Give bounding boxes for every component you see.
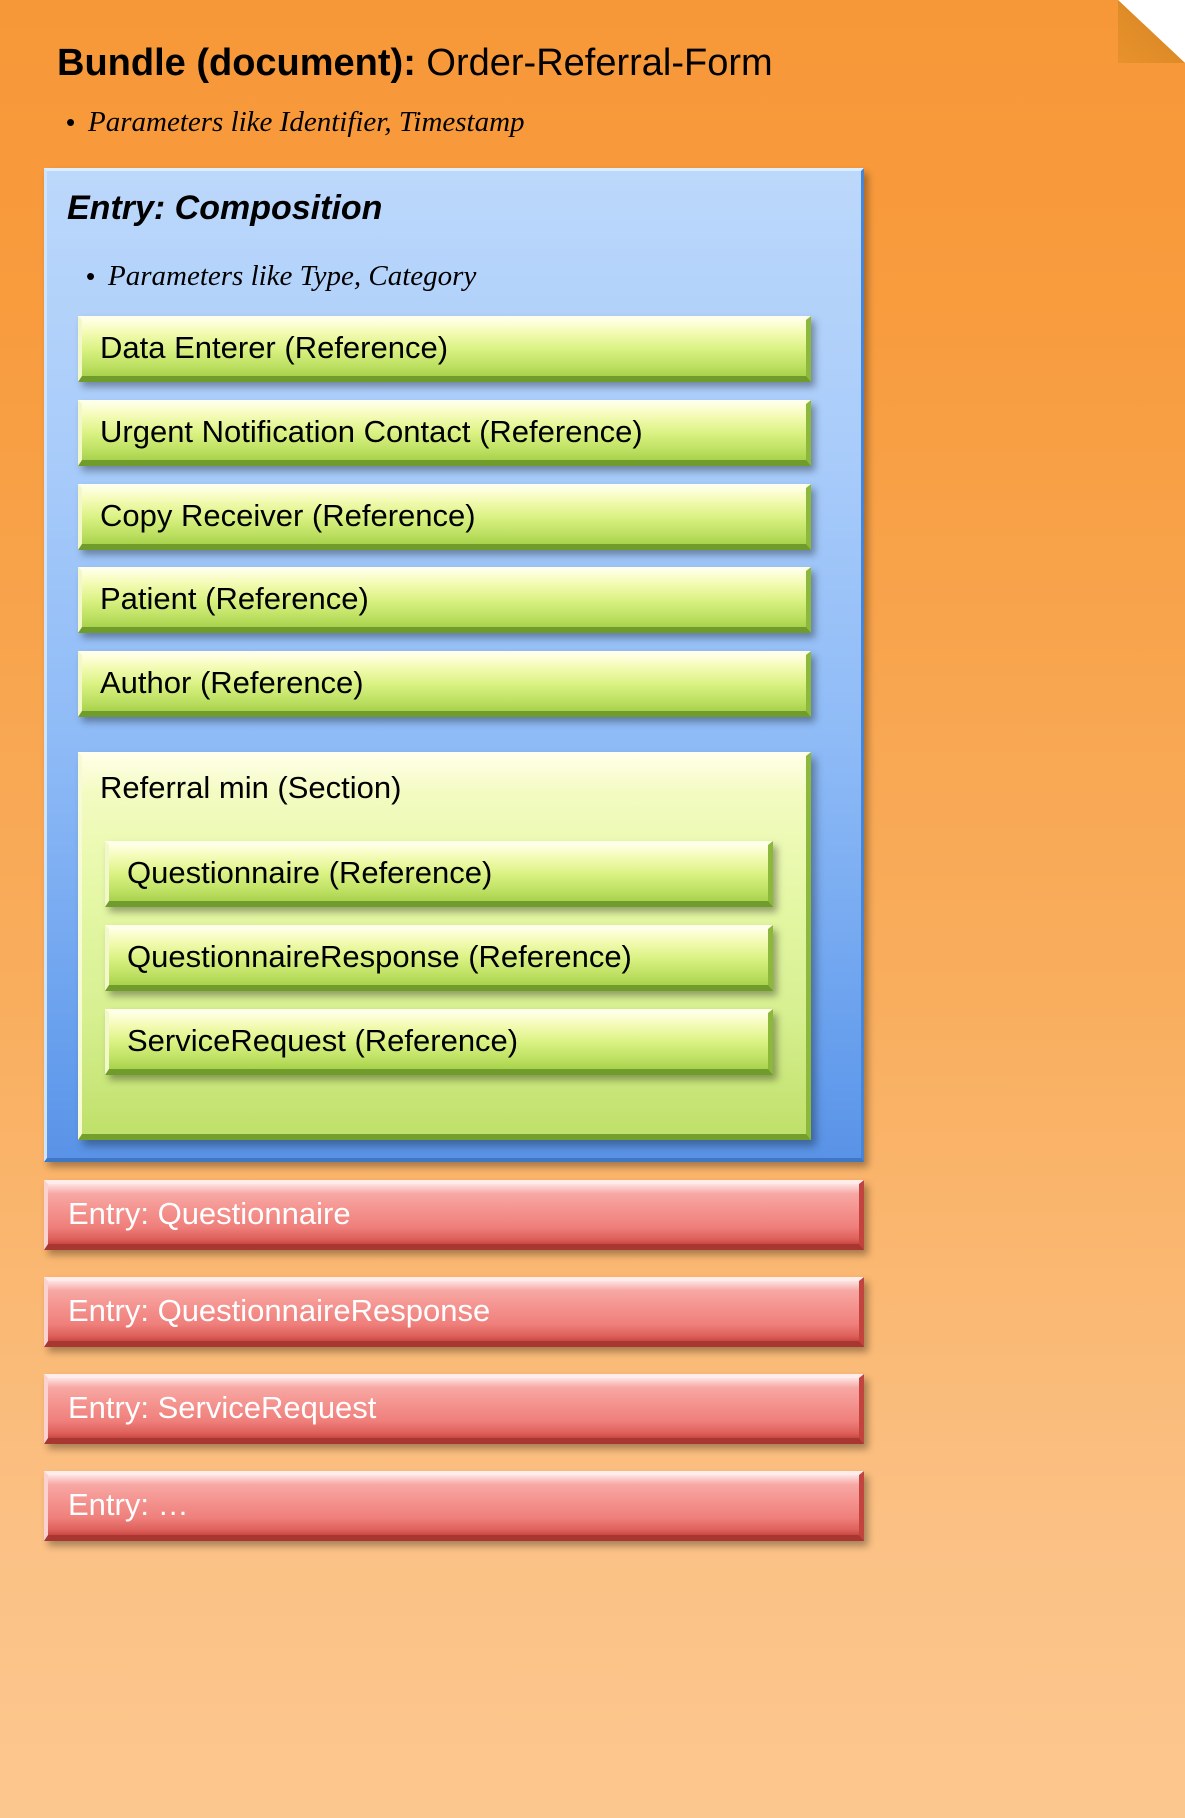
entry-box-more[interactable]: Entry: …: [44, 1471, 864, 1541]
reference-label: Urgent Notification Contact (Reference): [100, 414, 643, 449]
entry-box-service-request[interactable]: Entry: ServiceRequest: [44, 1374, 864, 1444]
section-reference-box-questionnaire[interactable]: Questionnaire (Reference): [105, 841, 773, 907]
reference-label: Questionnaire (Reference): [127, 855, 493, 890]
section-label: Referral min (Section): [100, 770, 402, 805]
page-fold-corner-icon: [1118, 0, 1185, 63]
reference-label: ServiceRequest (Reference): [127, 1023, 519, 1058]
reference-label: Author (Reference): [100, 665, 364, 700]
reference-box-copy-receiver[interactable]: Copy Receiver (Reference): [78, 484, 811, 550]
entry-label: Entry: QuestionnaireResponse: [68, 1293, 491, 1328]
reference-box-author[interactable]: Author (Reference): [78, 651, 811, 717]
reference-label: QuestionnaireResponse (Reference): [127, 939, 632, 974]
reference-box-data-enterer[interactable]: Data Enterer (Reference): [78, 316, 811, 382]
reference-label: Copy Receiver (Reference): [100, 498, 476, 533]
composition-title: Entry: Composition: [67, 189, 383, 227]
reference-box-urgent-notification-contact[interactable]: Urgent Notification Contact (Reference): [78, 400, 811, 466]
entry-box-questionnaire[interactable]: Entry: Questionnaire: [44, 1180, 864, 1250]
bullet-dot-icon: •: [66, 107, 76, 137]
bundle-parameters-text: Parameters like Identifier, Timestamp: [88, 106, 525, 138]
entry-label: Entry: …: [68, 1487, 189, 1522]
reference-label: Patient (Reference): [100, 581, 369, 616]
bundle-title-light: Order-Referral-Form: [415, 42, 773, 84]
bundle-title-strong: Bundle (document):: [57, 42, 416, 84]
bundle-parameters-bullet: • Parameters like Identifier, Timestamp: [66, 106, 525, 139]
composition-parameters-text: Parameters like Type, Category: [108, 260, 477, 292]
entry-box-questionnaire-response[interactable]: Entry: QuestionnaireResponse: [44, 1277, 864, 1347]
reference-label: Data Enterer (Reference): [100, 330, 449, 365]
reference-box-patient[interactable]: Patient (Reference): [78, 567, 811, 633]
entry-label: Entry: Questionnaire: [68, 1196, 351, 1231]
bullet-dot-icon: •: [86, 261, 96, 291]
composition-parameters-bullet: • Parameters like Type, Category: [86, 260, 476, 293]
section-reference-box-questionnaire-response[interactable]: QuestionnaireResponse (Reference): [105, 925, 773, 991]
bundle-title: Bundle (document): Order-Referral-Form: [57, 40, 957, 86]
section-reference-box-service-request[interactable]: ServiceRequest (Reference): [105, 1009, 773, 1075]
entry-label: Entry: ServiceRequest: [68, 1390, 377, 1425]
